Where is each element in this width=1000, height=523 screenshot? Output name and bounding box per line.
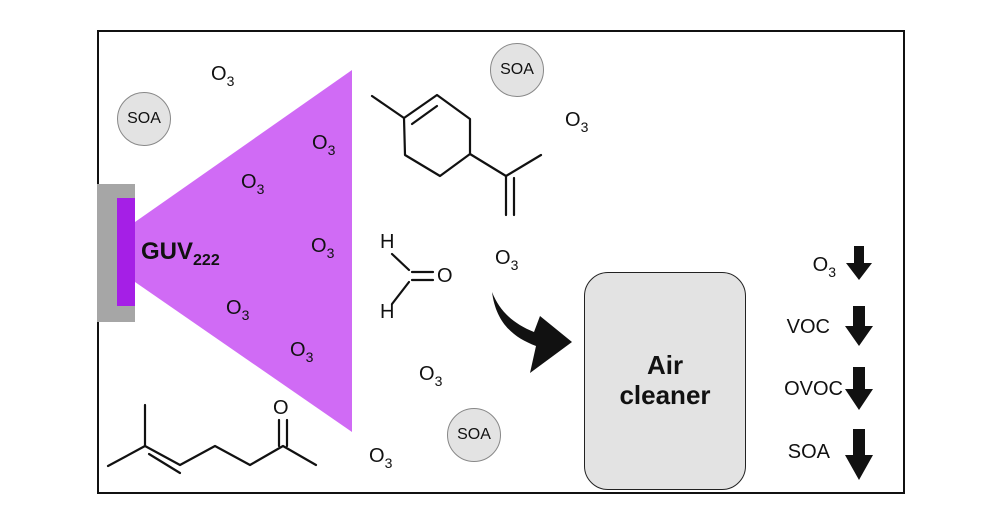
removal-label-ovoc: OVOC xyxy=(784,378,843,400)
lamp-tube xyxy=(117,198,135,306)
removal-label-voc: VOC xyxy=(786,316,830,338)
removal-label-soa: SOA xyxy=(787,441,830,463)
removal-label-o3: O3 xyxy=(812,254,836,280)
formaldehyde-o: O xyxy=(437,265,453,287)
formaldehyde-h-bottom: H xyxy=(380,301,395,323)
uv-beam xyxy=(135,70,352,432)
formaldehyde-molecule xyxy=(390,252,435,306)
methylheptenone-molecule xyxy=(106,403,318,475)
ozone-label: O3 xyxy=(312,132,336,158)
ozone-label: O3 xyxy=(211,63,235,89)
air-cleaner-line1: Air xyxy=(646,350,684,381)
ozone-label: O3 xyxy=(290,339,314,365)
ozone-label: O3 xyxy=(241,171,265,197)
air-cleaner-line2: cleaner xyxy=(619,380,711,410)
methylheptenone-o: O xyxy=(273,397,289,419)
down-arrow-ovoc xyxy=(845,367,873,410)
formaldehyde-h-top: H xyxy=(380,231,395,253)
down-arrow-voc xyxy=(845,306,873,346)
down-arrows xyxy=(845,246,873,480)
air-cleaner: Air cleaner xyxy=(584,272,746,490)
down-arrow-o3 xyxy=(846,246,872,280)
soa-particle: SOA xyxy=(117,92,171,146)
ozone-label: O3 xyxy=(311,235,335,261)
ozone-label: O3 xyxy=(419,363,443,389)
soa-particle: SOA xyxy=(490,43,544,97)
lamp-label: GUV222 xyxy=(141,238,220,269)
limonene-molecule xyxy=(370,93,543,217)
down-arrow-soa xyxy=(845,429,873,480)
ozone-label: O3 xyxy=(565,109,589,135)
ozone-label: O3 xyxy=(369,445,393,471)
ozone-label: O3 xyxy=(226,297,250,323)
soa-particle: SOA xyxy=(447,408,501,462)
flow-arrow xyxy=(492,292,572,373)
ozone-label: O3 xyxy=(495,247,519,273)
